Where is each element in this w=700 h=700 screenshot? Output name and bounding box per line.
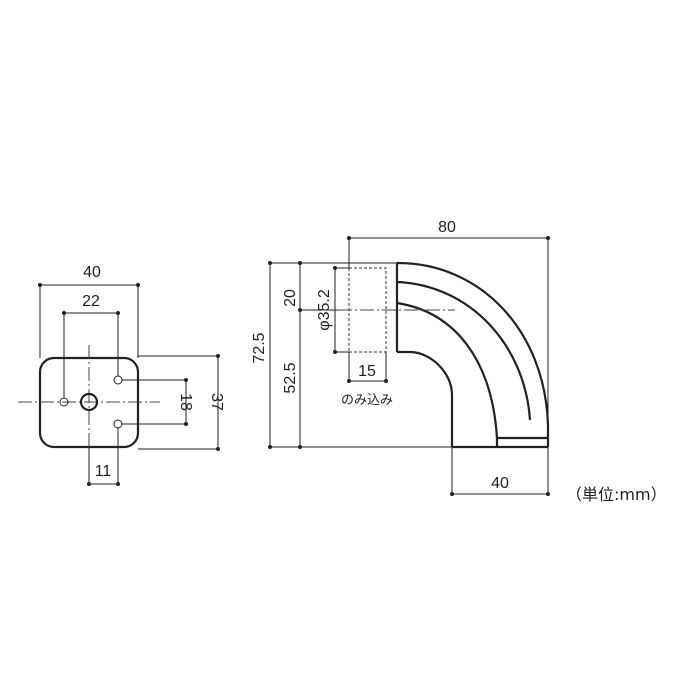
insert-height-dimension: 20: [282, 289, 299, 307]
elbow-lower-leg: [397, 350, 454, 447]
dimension-dot: [216, 447, 220, 451]
dimension-dot: [333, 350, 337, 354]
elbow-outer-curve: [397, 261, 550, 447]
vertical-pitch-dimension: 18: [177, 393, 194, 411]
center-hole: [79, 392, 99, 412]
insert-depth-dimension: 15: [358, 363, 376, 380]
dimension-dot: [268, 445, 272, 449]
total-height-dimension: 72.5: [251, 332, 268, 363]
side-view: 80 72.5 20 52.5 φ35.2 15 のみ込み: [251, 219, 550, 496]
dimension-dot: [546, 236, 550, 240]
dimension-dot: [347, 236, 351, 240]
plate-height-dimension: 37: [208, 393, 225, 411]
width-dimension: 40: [83, 264, 101, 281]
elbow-inner-curve-upper: [396, 280, 532, 421]
dimension-dot: [268, 261, 272, 265]
foot-length-dimension: 40: [491, 475, 509, 492]
diameter-dimension: φ35.2: [316, 289, 333, 331]
dimension-dot: [347, 379, 351, 383]
offset-dimension: 11: [95, 463, 112, 480]
upper-right-hole: [113, 375, 123, 385]
hole-pitch-dimension: 22: [82, 293, 100, 310]
dimension-dot: [298, 445, 302, 449]
dimension-dot: [384, 379, 388, 383]
lower-right-hole: [113, 419, 123, 429]
dimension-dot: [298, 261, 302, 265]
dimension-dot: [546, 492, 550, 496]
dimension-dot: [184, 378, 188, 382]
dimension-dot: [136, 283, 140, 287]
dimension-dot: [116, 482, 120, 486]
dimension-dot: [450, 492, 454, 496]
elbow-inner-curve-lower: [396, 301, 499, 439]
dimension-dot: [333, 266, 337, 270]
dimension-dot: [116, 311, 120, 315]
dimension-dot: [62, 311, 66, 315]
dimension-dot: [38, 283, 42, 287]
unit-label: （単位:mm）: [566, 485, 667, 504]
front-view: 40 22 18 37 11: [18, 264, 225, 486]
dimension-dot: [184, 422, 188, 426]
dimension-dot: [216, 354, 220, 358]
insert-note: のみ込み: [341, 393, 393, 408]
dimension-dot: [87, 482, 91, 486]
overall-length-dimension: 80: [438, 219, 456, 236]
lower-height-dimension: 52.5: [282, 362, 299, 393]
